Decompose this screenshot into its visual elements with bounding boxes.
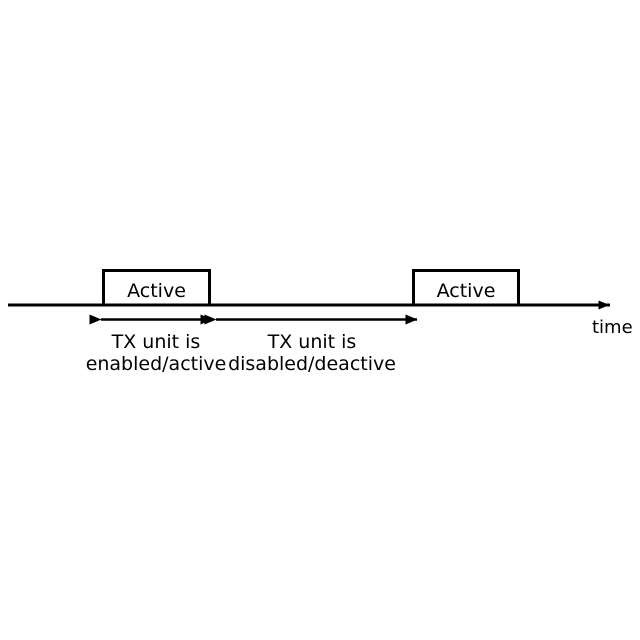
pulse-2-box <box>412 269 520 307</box>
time-axis-label: time <box>592 317 633 338</box>
interval-enabled-label-line2: enabled/active <box>86 353 227 375</box>
interval-enabled: TX unit is enabled/active <box>86 314 227 375</box>
interval-disabled-label-line1: TX unit is <box>267 331 357 353</box>
interval-enabled-label-line1: TX unit is <box>111 331 201 353</box>
interval-disabled: TX unit is disabled/deactive <box>204 314 418 375</box>
pulse-1-box <box>102 269 211 307</box>
interval-disabled-label-line2: disabled/deactive <box>228 353 396 375</box>
pulse-1-label: Active <box>127 280 186 302</box>
pulse-2-label: Active <box>437 280 496 302</box>
pulse-block-1: Active <box>102 269 211 307</box>
pulse-block-2: Active <box>412 269 520 307</box>
